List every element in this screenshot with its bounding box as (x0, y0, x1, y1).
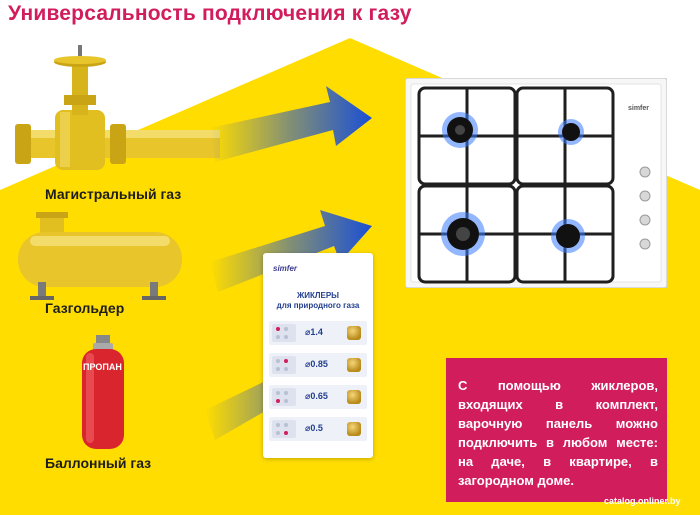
jet-card-title-line2: для природного газа (276, 301, 360, 310)
arrow-gas-holder (210, 210, 372, 292)
propane-bottle-label: ПРОПАН (83, 362, 122, 372)
hob-brand: simfer (628, 105, 649, 112)
jet-row: ⌀1.4 (269, 321, 367, 345)
info-text: С помощью жиклеров, входящих в комплект,… (458, 378, 658, 488)
jet-chip (272, 388, 296, 406)
burner (558, 119, 584, 145)
main-gas-label: Магистральный газ (45, 186, 182, 202)
jet-chip (272, 420, 296, 438)
burner (442, 112, 478, 148)
jet-card-brand: simfer (273, 264, 298, 273)
gas-hob-illustration: simfer (405, 78, 667, 288)
gas-holder-label: Газгольдер (45, 300, 125, 316)
jet-card-title-line1: ЖИКЛЕРЫ (297, 291, 339, 300)
jet-nozzle-icon (347, 390, 361, 404)
jet-nozzle-icon (347, 326, 361, 340)
jet-nozzle-icon (347, 422, 361, 436)
bottle-gas-label: Баллонный газ (45, 455, 152, 471)
jet-row: ⌀0.85 (269, 353, 367, 377)
jet-chip (272, 356, 296, 374)
jet-card-title: ЖИКЛЕРЫ для природного газа (263, 291, 373, 311)
gas-holder-illustration (18, 212, 182, 300)
jet-row: ⌀0.5 (269, 417, 367, 441)
jet-card: simfer ЖИКЛЕРЫ для природного газа ⌀1.4 … (263, 253, 373, 458)
burner (441, 212, 485, 256)
jet-value: ⌀0.85 (305, 359, 328, 369)
page-title: Универсальность подключения к газу (8, 2, 412, 25)
credit-text: catalog.onliner.by (604, 496, 681, 506)
info-panel: С помощью жиклеров, входящих в комплект,… (446, 358, 667, 502)
jet-row: ⌀0.65 (269, 385, 367, 409)
jet-chip (272, 324, 296, 342)
jet-value: ⌀1.4 (305, 327, 323, 337)
gas-valve-illustration (15, 45, 220, 170)
arrow-main-gas (210, 86, 372, 162)
jet-value: ⌀0.65 (305, 391, 328, 401)
jet-value: ⌀0.5 (305, 423, 323, 433)
propane-bottle-illustration (82, 335, 124, 449)
jet-nozzle-icon (347, 358, 361, 372)
burner (551, 219, 585, 253)
